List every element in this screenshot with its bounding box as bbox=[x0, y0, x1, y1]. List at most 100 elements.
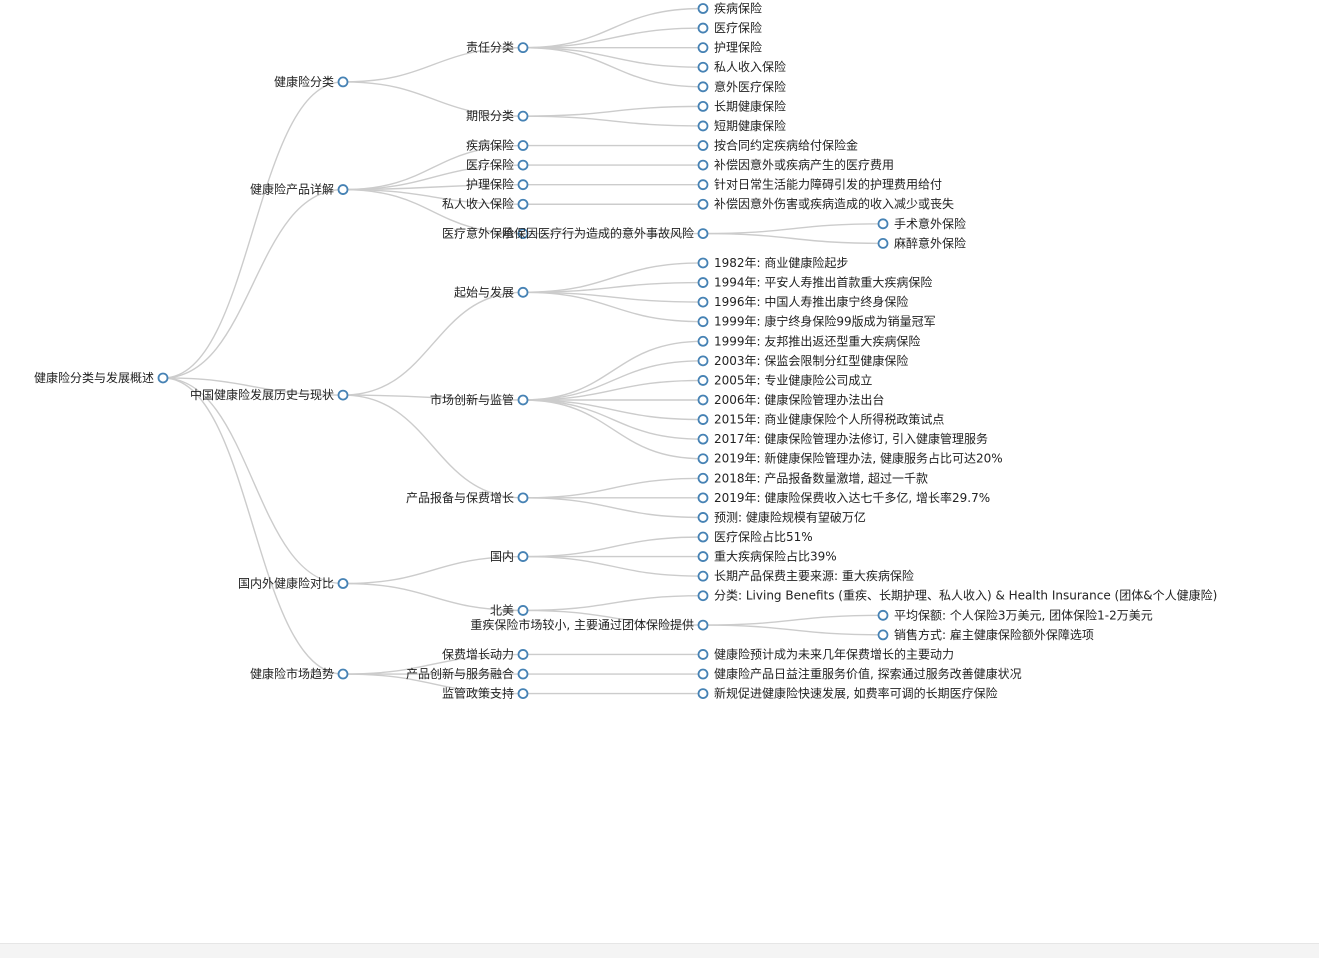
node-root-2-0-0[interactable]: 1982年: 商业健康险起步 bbox=[697, 255, 849, 270]
node-root-4-2-0[interactable]: 新规促进健康险快速发展, 如费率可调的长期医疗保险 bbox=[697, 686, 998, 701]
node-toggle-circle[interactable] bbox=[697, 61, 709, 73]
node-root[interactable]: 健康险分类与发展概述 bbox=[34, 370, 169, 385]
node-toggle-circle[interactable] bbox=[697, 375, 709, 386]
node-toggle-circle[interactable] bbox=[697, 277, 709, 288]
node-toggle-circle[interactable] bbox=[697, 140, 709, 151]
node-toggle-circle[interactable] bbox=[697, 512, 709, 523]
node-toggle-circle[interactable] bbox=[697, 688, 709, 700]
node-root-1-0[interactable]: 疾病保险 bbox=[466, 138, 529, 153]
node-root-3[interactable]: 国内外健康险对比 bbox=[238, 576, 349, 591]
node-toggle-circle[interactable] bbox=[697, 531, 709, 543]
node-toggle-circle[interactable] bbox=[697, 179, 709, 191]
node-toggle-circle[interactable] bbox=[697, 590, 709, 602]
node-root-1-1-0[interactable]: 补偿因意外或疾病产生的医疗费用 bbox=[697, 157, 895, 172]
node-toggle-circle[interactable] bbox=[337, 184, 349, 195]
node-root-1[interactable]: 健康险产品详解 bbox=[250, 182, 349, 197]
node-toggle-circle[interactable] bbox=[517, 228, 529, 240]
node-toggle-circle[interactable] bbox=[517, 198, 529, 210]
node-root-4-1[interactable]: 产品创新与服务融合 bbox=[406, 666, 529, 681]
node-root-2-1-0[interactable]: 1999年: 友邦推出返还型重大疾病保险 bbox=[697, 333, 921, 348]
node-root-4-2[interactable]: 监管政策支持 bbox=[442, 686, 529, 701]
node-toggle-circle[interactable] bbox=[157, 372, 169, 384]
node-toggle-circle[interactable] bbox=[697, 42, 709, 54]
node-root-2-2-2[interactable]: 预测: 健康险规模有望破万亿 bbox=[697, 509, 866, 524]
node-toggle-circle[interactable] bbox=[517, 179, 529, 191]
node-toggle-circle[interactable] bbox=[517, 649, 529, 660]
node-toggle-circle[interactable] bbox=[697, 100, 709, 112]
node-toggle-circle[interactable] bbox=[697, 81, 709, 93]
node-toggle-circle[interactable] bbox=[877, 218, 889, 230]
node-toggle-circle[interactable] bbox=[517, 159, 529, 171]
node-root-2-0-1[interactable]: 1994年: 平安人寿推出首款重大疾病保险 bbox=[697, 275, 933, 290]
node-root-1-4[interactable]: 医疗意外保险 bbox=[442, 226, 529, 241]
node-root-2-2-1[interactable]: 2019年: 健康险保费收入达七千多亿, 增长率29.7% bbox=[697, 490, 991, 505]
node-toggle-circle[interactable] bbox=[697, 22, 709, 34]
node-root-0-0-1[interactable]: 医疗保险 bbox=[697, 20, 763, 35]
node-root-0-0[interactable]: 责任分类 bbox=[466, 41, 529, 55]
node-root-0-0-0[interactable]: 疾病保险 bbox=[697, 1, 763, 16]
node-root-3-1-1[interactable]: 重疾保险市场较小, 主要通过团体保险提供 bbox=[470, 617, 709, 632]
node-toggle-circle[interactable] bbox=[697, 453, 709, 465]
node-root-0-1-1[interactable]: 短期健康保险 bbox=[697, 118, 787, 133]
node-root-2-0-2[interactable]: 1996年: 中国人寿推出康宁终身保险 bbox=[697, 294, 909, 309]
node-toggle-circle[interactable] bbox=[697, 355, 709, 367]
node-toggle-circle[interactable] bbox=[697, 335, 709, 347]
node-root-2-1-6[interactable]: 2019年: 新健康保险管理办法, 健康服务占比可达20% bbox=[697, 451, 1003, 466]
node-root-2-0[interactable]: 起始与发展 bbox=[454, 284, 529, 299]
node-toggle-circle[interactable] bbox=[697, 668, 709, 680]
node-toggle-circle[interactable] bbox=[697, 394, 709, 406]
node-toggle-circle[interactable] bbox=[337, 578, 349, 589]
node-root-2-2-0[interactable]: 2018年: 产品报备数量激增, 超过一千款 bbox=[697, 470, 929, 485]
node-root-0-0-2[interactable]: 护理保险 bbox=[697, 40, 763, 55]
node-toggle-circle[interactable] bbox=[877, 629, 889, 641]
node-toggle-circle[interactable] bbox=[517, 668, 529, 680]
node-toggle-circle[interactable] bbox=[697, 228, 709, 240]
node-root-1-4-0-0[interactable]: 手术意外保险 bbox=[877, 216, 967, 231]
node-root-1-4-0[interactable]: 承保因医疗行为造成的意外事故风险 bbox=[502, 226, 709, 241]
node-toggle-circle[interactable] bbox=[517, 140, 529, 151]
node-toggle-circle[interactable] bbox=[697, 414, 709, 425]
node-root-0-0-3[interactable]: 私人收入保险 bbox=[697, 59, 787, 74]
node-root-3-0-2[interactable]: 长期产品保费主要来源: 重大疾病保险 bbox=[697, 568, 914, 583]
node-root-2-1[interactable]: 市场创新与监管 bbox=[430, 392, 529, 407]
node-toggle-circle[interactable] bbox=[337, 76, 349, 88]
node-toggle-circle[interactable] bbox=[517, 605, 529, 616]
node-root-3-0[interactable]: 国内 bbox=[490, 550, 529, 564]
node-root-3-1-0[interactable]: 分类: Living Benefits (重疾、长期护理、私人收入) & Hea… bbox=[697, 588, 1218, 603]
node-root-2-0-3[interactable]: 1999年: 康宁终身保险99版成为销量冠军 bbox=[697, 314, 936, 329]
node-toggle-circle[interactable] bbox=[517, 688, 529, 700]
node-toggle-circle[interactable] bbox=[697, 3, 709, 14]
node-toggle-circle[interactable] bbox=[697, 316, 709, 328]
node-root-3-1-1-1[interactable]: 销售方式: 雇主健康保险额外保障选项 bbox=[877, 627, 1094, 642]
node-root-2-1-5[interactable]: 2017年: 健康保险管理办法修订, 引入健康管理服务 bbox=[697, 431, 989, 446]
node-root-1-1[interactable]: 医疗保险 bbox=[466, 157, 529, 172]
node-root-1-2[interactable]: 护理保险 bbox=[466, 177, 529, 192]
node-toggle-circle[interactable] bbox=[697, 570, 709, 582]
node-toggle-circle[interactable] bbox=[697, 120, 709, 132]
node-toggle-circle[interactable] bbox=[697, 551, 709, 562]
node-toggle-circle[interactable] bbox=[697, 296, 709, 308]
node-toggle-circle[interactable] bbox=[697, 492, 709, 504]
node-root-3-1[interactable]: 北美 bbox=[490, 603, 529, 617]
node-root-0-1-0[interactable]: 长期健康保险 bbox=[697, 98, 787, 113]
node-toggle-circle[interactable] bbox=[517, 551, 529, 562]
node-root-0-1[interactable]: 期限分类 bbox=[466, 109, 529, 123]
node-root-2[interactable]: 中国健康险发展历史与现状 bbox=[190, 387, 349, 402]
node-toggle-circle[interactable] bbox=[517, 394, 529, 406]
node-root-3-0-0[interactable]: 医疗保险占比51% bbox=[697, 529, 813, 544]
node-root-1-2-0[interactable]: 针对日常生活能力障碍引发的护理费用给付 bbox=[697, 177, 943, 192]
node-root-0[interactable]: 健康险分类 bbox=[274, 74, 349, 89]
node-toggle-circle[interactable] bbox=[517, 286, 529, 298]
node-toggle-circle[interactable] bbox=[697, 257, 709, 269]
node-toggle-circle[interactable] bbox=[697, 198, 709, 210]
node-toggle-circle[interactable] bbox=[877, 609, 889, 621]
horizontal-scrollbar[interactable] bbox=[0, 943, 1319, 958]
node-toggle-circle[interactable] bbox=[877, 237, 889, 249]
node-toggle-circle[interactable] bbox=[697, 472, 709, 484]
node-root-2-1-1[interactable]: 2003年: 保监会限制分红型健康保险 bbox=[697, 353, 909, 368]
node-root-1-3[interactable]: 私人收入保险 bbox=[442, 196, 529, 211]
node-toggle-circle[interactable] bbox=[697, 433, 709, 445]
node-root-4[interactable]: 健康险市场趋势 bbox=[250, 666, 349, 681]
node-toggle-circle[interactable] bbox=[697, 619, 709, 631]
node-root-3-0-1[interactable]: 重大疾病保险占比39% bbox=[697, 549, 837, 564]
